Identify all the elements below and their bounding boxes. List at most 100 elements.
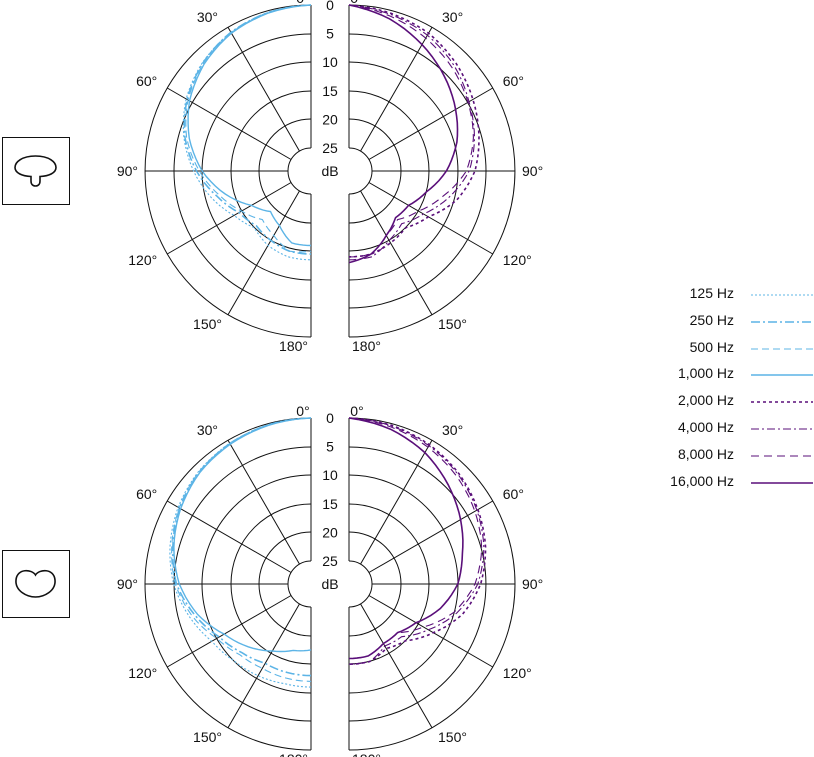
- spoke-line: [360, 603, 433, 729]
- spoke-line: [227, 190, 300, 316]
- grid-ring: [348, 147, 373, 195]
- spoke-line: [360, 190, 433, 316]
- legend-item: 500 Hz: [640, 337, 814, 364]
- radial-tick-label: 25: [322, 553, 338, 569]
- legend-swatch: [751, 401, 813, 403]
- right-half-grid: [348, 417, 516, 751]
- grid-ring: [348, 560, 373, 608]
- angle-label: 30°: [197, 422, 218, 438]
- legend-label: 500 Hz: [689, 338, 734, 355]
- angle-label: 60°: [136, 73, 157, 89]
- radial-tick-label: 0: [326, 0, 334, 13]
- radial-tick-label: 25: [322, 140, 338, 156]
- legend-swatch: [751, 428, 813, 430]
- spoke-line: [166, 595, 292, 668]
- radial-tick-label: 15: [322, 83, 338, 99]
- legend-swatch: [751, 455, 813, 457]
- spoke-line: [368, 182, 494, 255]
- supercardioid-icon: [2, 137, 70, 205]
- radial-unit-label: dB: [321, 163, 338, 179]
- angle-label: 150°: [193, 729, 222, 745]
- spoke-line: [227, 603, 300, 729]
- radial-tick-label: 10: [322, 54, 338, 70]
- grid-ring: [287, 560, 312, 608]
- angle-label: 120°: [128, 665, 157, 681]
- spoke-line: [368, 87, 494, 160]
- series-line: [348, 4, 459, 264]
- legend-swatch: [751, 374, 813, 377]
- angle-label: 0°: [350, 403, 363, 419]
- angle-label: 150°: [438, 316, 467, 332]
- angle-label: 0°: [296, 0, 309, 6]
- legend-swatch: [751, 348, 813, 350]
- spoke-line: [227, 26, 300, 152]
- legend-label: 250 Hz: [689, 311, 734, 328]
- angle-label: 0°: [296, 403, 309, 419]
- series-line: [348, 4, 480, 258]
- angle-label: 180°: [279, 751, 308, 757]
- legend-item: 16,000 Hz: [640, 471, 814, 498]
- angle-label: 180°: [279, 338, 308, 354]
- series-line: [348, 417, 487, 665]
- series-line: [173, 417, 312, 653]
- left-half-grid: [144, 417, 312, 751]
- series-line: [348, 417, 485, 665]
- legend-swatch: [751, 481, 813, 484]
- legend-label: 4,000 Hz: [677, 418, 734, 435]
- series-line: [187, 4, 312, 247]
- series-line: [185, 4, 312, 253]
- legend-item: 250 Hz: [640, 310, 814, 337]
- angle-label: 30°: [442, 422, 463, 438]
- angle-label: 90°: [117, 576, 138, 592]
- legend-swatch: [751, 294, 813, 296]
- angle-label: 30°: [197, 9, 218, 25]
- cardioid-icon: [2, 550, 70, 618]
- series-line: [171, 417, 312, 677]
- radial-tick-label: 15: [322, 496, 338, 512]
- legend-label: 1,000 Hz: [677, 365, 734, 382]
- spoke-line: [166, 500, 292, 573]
- angle-label: 120°: [503, 665, 532, 681]
- spoke-line: [360, 439, 433, 565]
- legend-item: 8,000 Hz: [640, 444, 814, 471]
- radial-tick-label: 20: [322, 111, 338, 127]
- spoke-line: [368, 595, 494, 668]
- radial-unit-label: dB: [321, 576, 338, 592]
- series-line: [348, 4, 476, 261]
- legend-label: 16,000 Hz: [670, 472, 734, 489]
- radial-tick-label: 0: [326, 410, 334, 426]
- series-line: [183, 4, 312, 255]
- legend-swatch: [751, 320, 813, 323]
- radial-tick-label: 5: [326, 439, 334, 455]
- grid-ring: [287, 147, 312, 195]
- angle-label: 180°: [352, 751, 381, 757]
- series-line: [171, 417, 312, 682]
- radial-tick-label: 20: [322, 524, 338, 540]
- legend-item: 4,000 Hz: [640, 417, 814, 444]
- radial-tick-label: 5: [326, 26, 334, 42]
- left-half-grid: [144, 4, 312, 338]
- angle-label: 60°: [503, 486, 524, 502]
- spoke-line: [227, 439, 300, 565]
- spoke-line: [360, 26, 433, 152]
- angle-label: 60°: [503, 73, 524, 89]
- angle-label: 120°: [503, 252, 532, 268]
- legend-item: 2,000 Hz: [640, 390, 814, 417]
- angle-label: 90°: [117, 163, 138, 179]
- legend-item: 125 Hz: [640, 283, 814, 310]
- right-half-grid: [348, 4, 516, 338]
- legend-label: 125 Hz: [689, 285, 734, 301]
- legend-label: 8,000 Hz: [677, 445, 734, 462]
- angle-label: 180°: [352, 338, 381, 354]
- angle-label: 60°: [136, 486, 157, 502]
- series-line: [182, 4, 312, 261]
- spoke-line: [368, 500, 494, 573]
- angle-label: 0°: [350, 0, 363, 6]
- radial-tick-label: 10: [322, 467, 338, 483]
- legend-item: 1,000 Hz: [640, 363, 814, 390]
- angle-label: 30°: [442, 9, 463, 25]
- series-line: [169, 417, 312, 688]
